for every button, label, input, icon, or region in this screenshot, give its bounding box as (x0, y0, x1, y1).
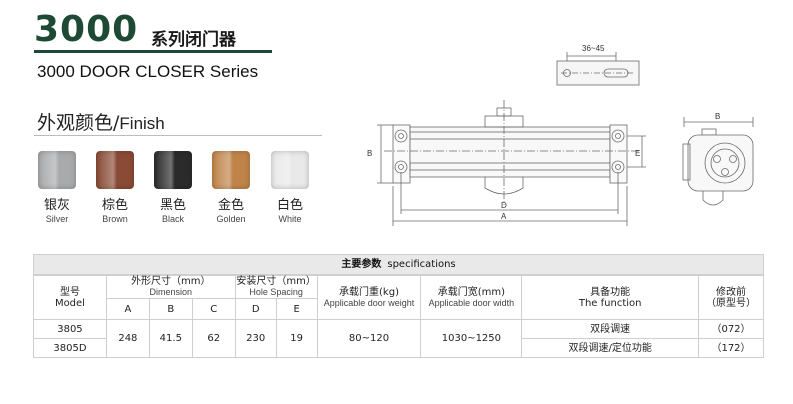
model-series-cn: 系列闭门器 (151, 30, 236, 50)
dim-label-a: A (501, 212, 507, 221)
hole-spacing-label: 36~45 (582, 44, 605, 53)
header-b: B (148, 298, 193, 320)
title-rule (34, 50, 272, 53)
row-model: 3805D (33, 338, 107, 358)
dim-label-e: E (635, 149, 640, 158)
value-c: 62 (191, 319, 236, 358)
value-a: 248 (105, 319, 150, 358)
header-door-weight: 承载门重(kg)Applicable door weight (316, 275, 422, 320)
swatch-brown (96, 151, 134, 189)
row-old-model: （172） (698, 338, 764, 358)
mounting-plate-drawing (556, 52, 640, 86)
swatch-label-en: Brown (102, 214, 128, 224)
swatch-label-cn: 黑色 (159, 198, 186, 213)
value-b: 41.5 (148, 319, 193, 358)
closer-front-view (377, 100, 646, 226)
swatch-white (271, 151, 309, 189)
value-door-weight: 80~120 (316, 319, 422, 358)
spec-title-en: specifications (387, 259, 456, 270)
swatch-label-cn: 银灰 (43, 198, 70, 213)
header-e: E (275, 298, 318, 320)
header-c: C (191, 298, 236, 320)
value-door-width: 1030~1250 (420, 319, 523, 358)
value-d: 230 (234, 319, 277, 358)
dim-label-b: B (367, 149, 372, 158)
spec-title: 主要参数 specifications (33, 254, 764, 275)
value-e: 19 (275, 319, 318, 358)
finish-title: 外观颜色/Finish (37, 108, 165, 135)
swatch-label-cn: 棕色 (101, 198, 128, 213)
header-hole-spacing: 安装尺寸（mm）Hole Spacing (234, 275, 318, 299)
finish-title-cn: 外观颜色/ (37, 112, 120, 134)
header-a: A (105, 298, 150, 320)
technical-drawing: 36~45 D A B E B (367, 44, 754, 226)
table-row: 3805 248 41.5 62 230 19 80~120 1030~1250… (33, 319, 764, 358)
header-old-model: 修改前（原型号） (698, 275, 764, 320)
table-row: 3805D 双段调速/定位功能 （172） (33, 338, 764, 358)
closer-side-view (682, 117, 754, 206)
swatch-label-en: Silver (45, 214, 69, 224)
subtitle: 3000 DOOR CLOSER Series (37, 62, 259, 81)
row-function: 双段调速 (521, 319, 699, 339)
swatch-label-en: White (278, 214, 302, 224)
dim-label-b-side: B (715, 112, 720, 121)
swatch-label-cn: 金色 (217, 198, 244, 213)
row-model: 3805 (33, 319, 107, 339)
finish-title-en: Finish (119, 114, 165, 133)
spec-title-cn: 主要参数 (341, 259, 382, 270)
swatch-label-en: Black (161, 214, 184, 224)
row-function: 双段调速/定位功能 (521, 338, 699, 358)
model-number: 3000 (34, 9, 139, 50)
header-door-width: 承载门宽(mm)Applicable door width (420, 275, 523, 320)
header-d: D (234, 298, 277, 320)
dim-label-d: D (501, 201, 507, 210)
swatch-silver (38, 151, 76, 189)
row-old-model: （072） (698, 319, 764, 339)
swatch-black (154, 151, 192, 189)
header-dimension: 外形尺寸（mm）Dimension (105, 275, 236, 299)
swatch-label-cn: 白色 (276, 198, 303, 213)
finish-rule (34, 135, 322, 136)
swatch-golden (212, 151, 250, 189)
swatch-label-en: Golden (216, 214, 246, 224)
